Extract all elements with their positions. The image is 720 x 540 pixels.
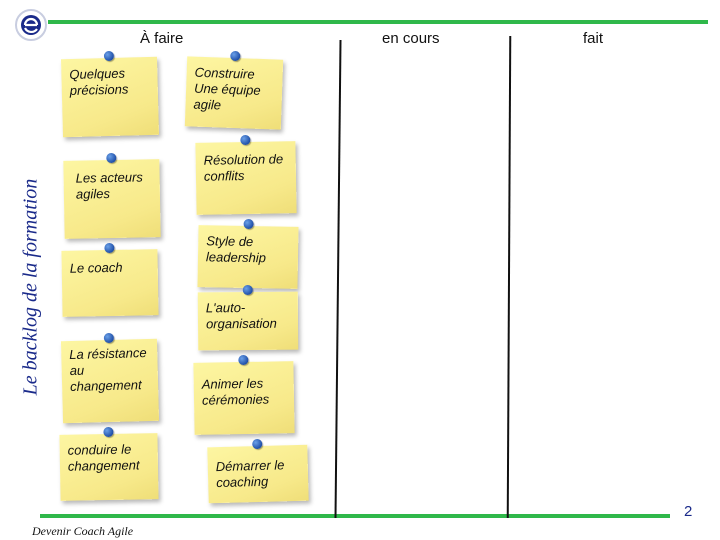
pin-icon [240,134,251,146]
bottom-divider [40,514,670,518]
sticky-note-quelques-precisions[interactable]: Quelques précisions [60,50,160,138]
note-text: La résistance au changement [69,345,147,395]
sticky-note-demarrer-le-coaching[interactable]: Démarrer le coaching [207,438,309,504]
sticky-note-la-resistance-au-changement[interactable]: La résistance au changement [60,332,160,424]
footer-text: Devenir Coach Agile [32,524,134,538]
sticky-note-animer-les-ceremonies[interactable]: Animer les cérémonies [193,354,295,435]
column-header-done: fait [583,30,604,47]
top-divider [48,20,708,24]
column-header-in-progress: en cours [382,30,440,47]
note-text: L'auto-organisation [205,300,277,332]
pin-icon [103,332,115,344]
note-text: Résolution de conflits [203,151,284,184]
pin-icon [242,284,253,296]
page-number: 2 [684,503,693,520]
sticky-note-resolution-de-conflits[interactable]: Résolution de conflits [195,134,297,215]
sticky-note-conduire-le-changement[interactable]: conduire le changement [59,426,159,501]
sticky-note-auto-organisation[interactable]: L'auto-organisation [197,284,299,351]
pin-icon [104,242,115,254]
sticky-note-construire-equipe-agile[interactable]: Construire Une équipe agile [184,50,284,130]
pin-icon [106,152,117,164]
column-separator-2 [506,35,512,519]
note-text: Le coach [69,259,123,276]
pin-icon [252,438,263,450]
note-text: Démarrer le coaching [215,457,285,491]
sticky-note-le-coach[interactable]: Le coach [61,242,159,317]
pin-icon [243,218,254,230]
pin-icon [103,426,114,438]
logo-icon [15,9,47,41]
note-text: Construire Une équipe agile [193,64,261,113]
column-separator-1 [334,40,342,518]
note-text: Quelques précisions [69,65,129,99]
note-text: Les acteurs agiles [75,169,143,202]
side-title: Le backlog de la formation [19,178,42,396]
note-text: Style de leadership [205,233,267,266]
pin-icon [230,50,241,62]
sticky-note-style-de-leadership[interactable]: Style de leadership [197,218,299,289]
note-text: Animer les cérémonies [201,375,270,408]
note-text: conduire le changement [67,441,140,474]
pin-icon [238,354,249,366]
sticky-note-les-acteurs-agiles[interactable]: Les acteurs agiles [63,152,161,239]
column-header-todo: À faire [140,30,184,47]
pin-icon [103,50,115,62]
